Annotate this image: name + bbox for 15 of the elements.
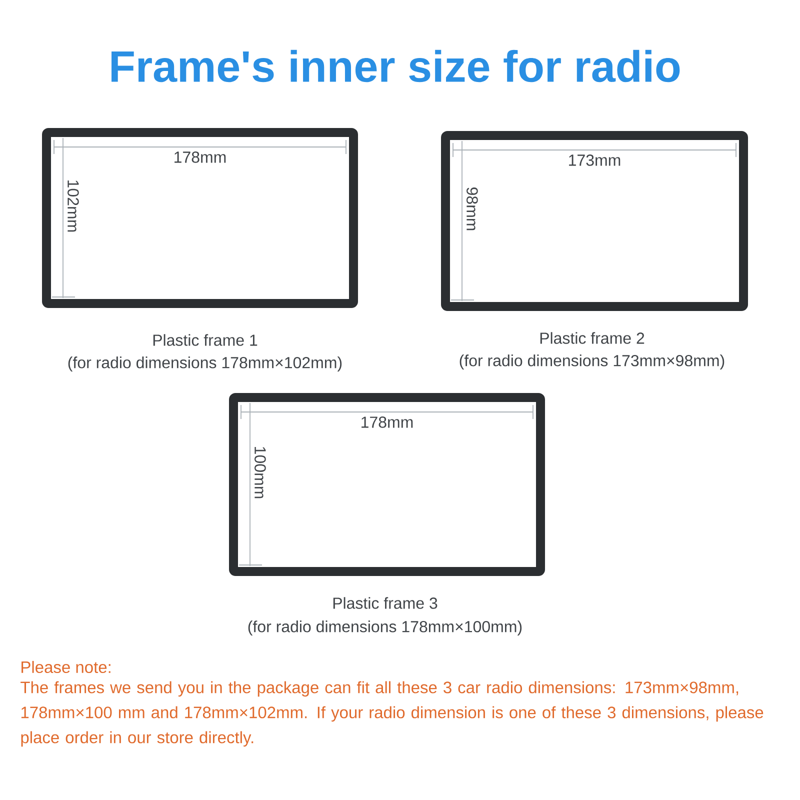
frame-caption: Plastic frame 2 <box>540 332 644 344</box>
frame-caption: Plastic frame 1 <box>153 334 258 346</box>
dimension-label: 173mm <box>569 154 620 166</box>
dimension-label: 100mm <box>254 447 266 498</box>
dimension-label: 102mm <box>68 180 79 232</box>
note-text: The frames we send you in the package can fit all these 3 car radio dimensions: 173mm×98mm, 178mm×100 mm and 178mm×102mm. If your radio dimension is one of these 3 dimensions, please place order in our store directly. <box>20 681 764 747</box>
dimension-label: 98mm <box>466 188 478 230</box>
frame-caption: Plastic frame 3 <box>333 597 438 609</box>
title: Frame's inner size for radio <box>112 50 680 82</box>
frame-caption: (for radio dimensions 173mm×98mm) <box>460 354 724 370</box>
dimension-label: 178mm <box>362 416 413 428</box>
frame-caption: (for radio dimensions 178mm×102mm) <box>68 356 342 372</box>
note-heading: Please note: <box>22 660 110 674</box>
dimension-label: 178mm <box>174 152 226 163</box>
frame-caption: (for radio dimensions 178mm×100mm) <box>248 620 522 636</box>
